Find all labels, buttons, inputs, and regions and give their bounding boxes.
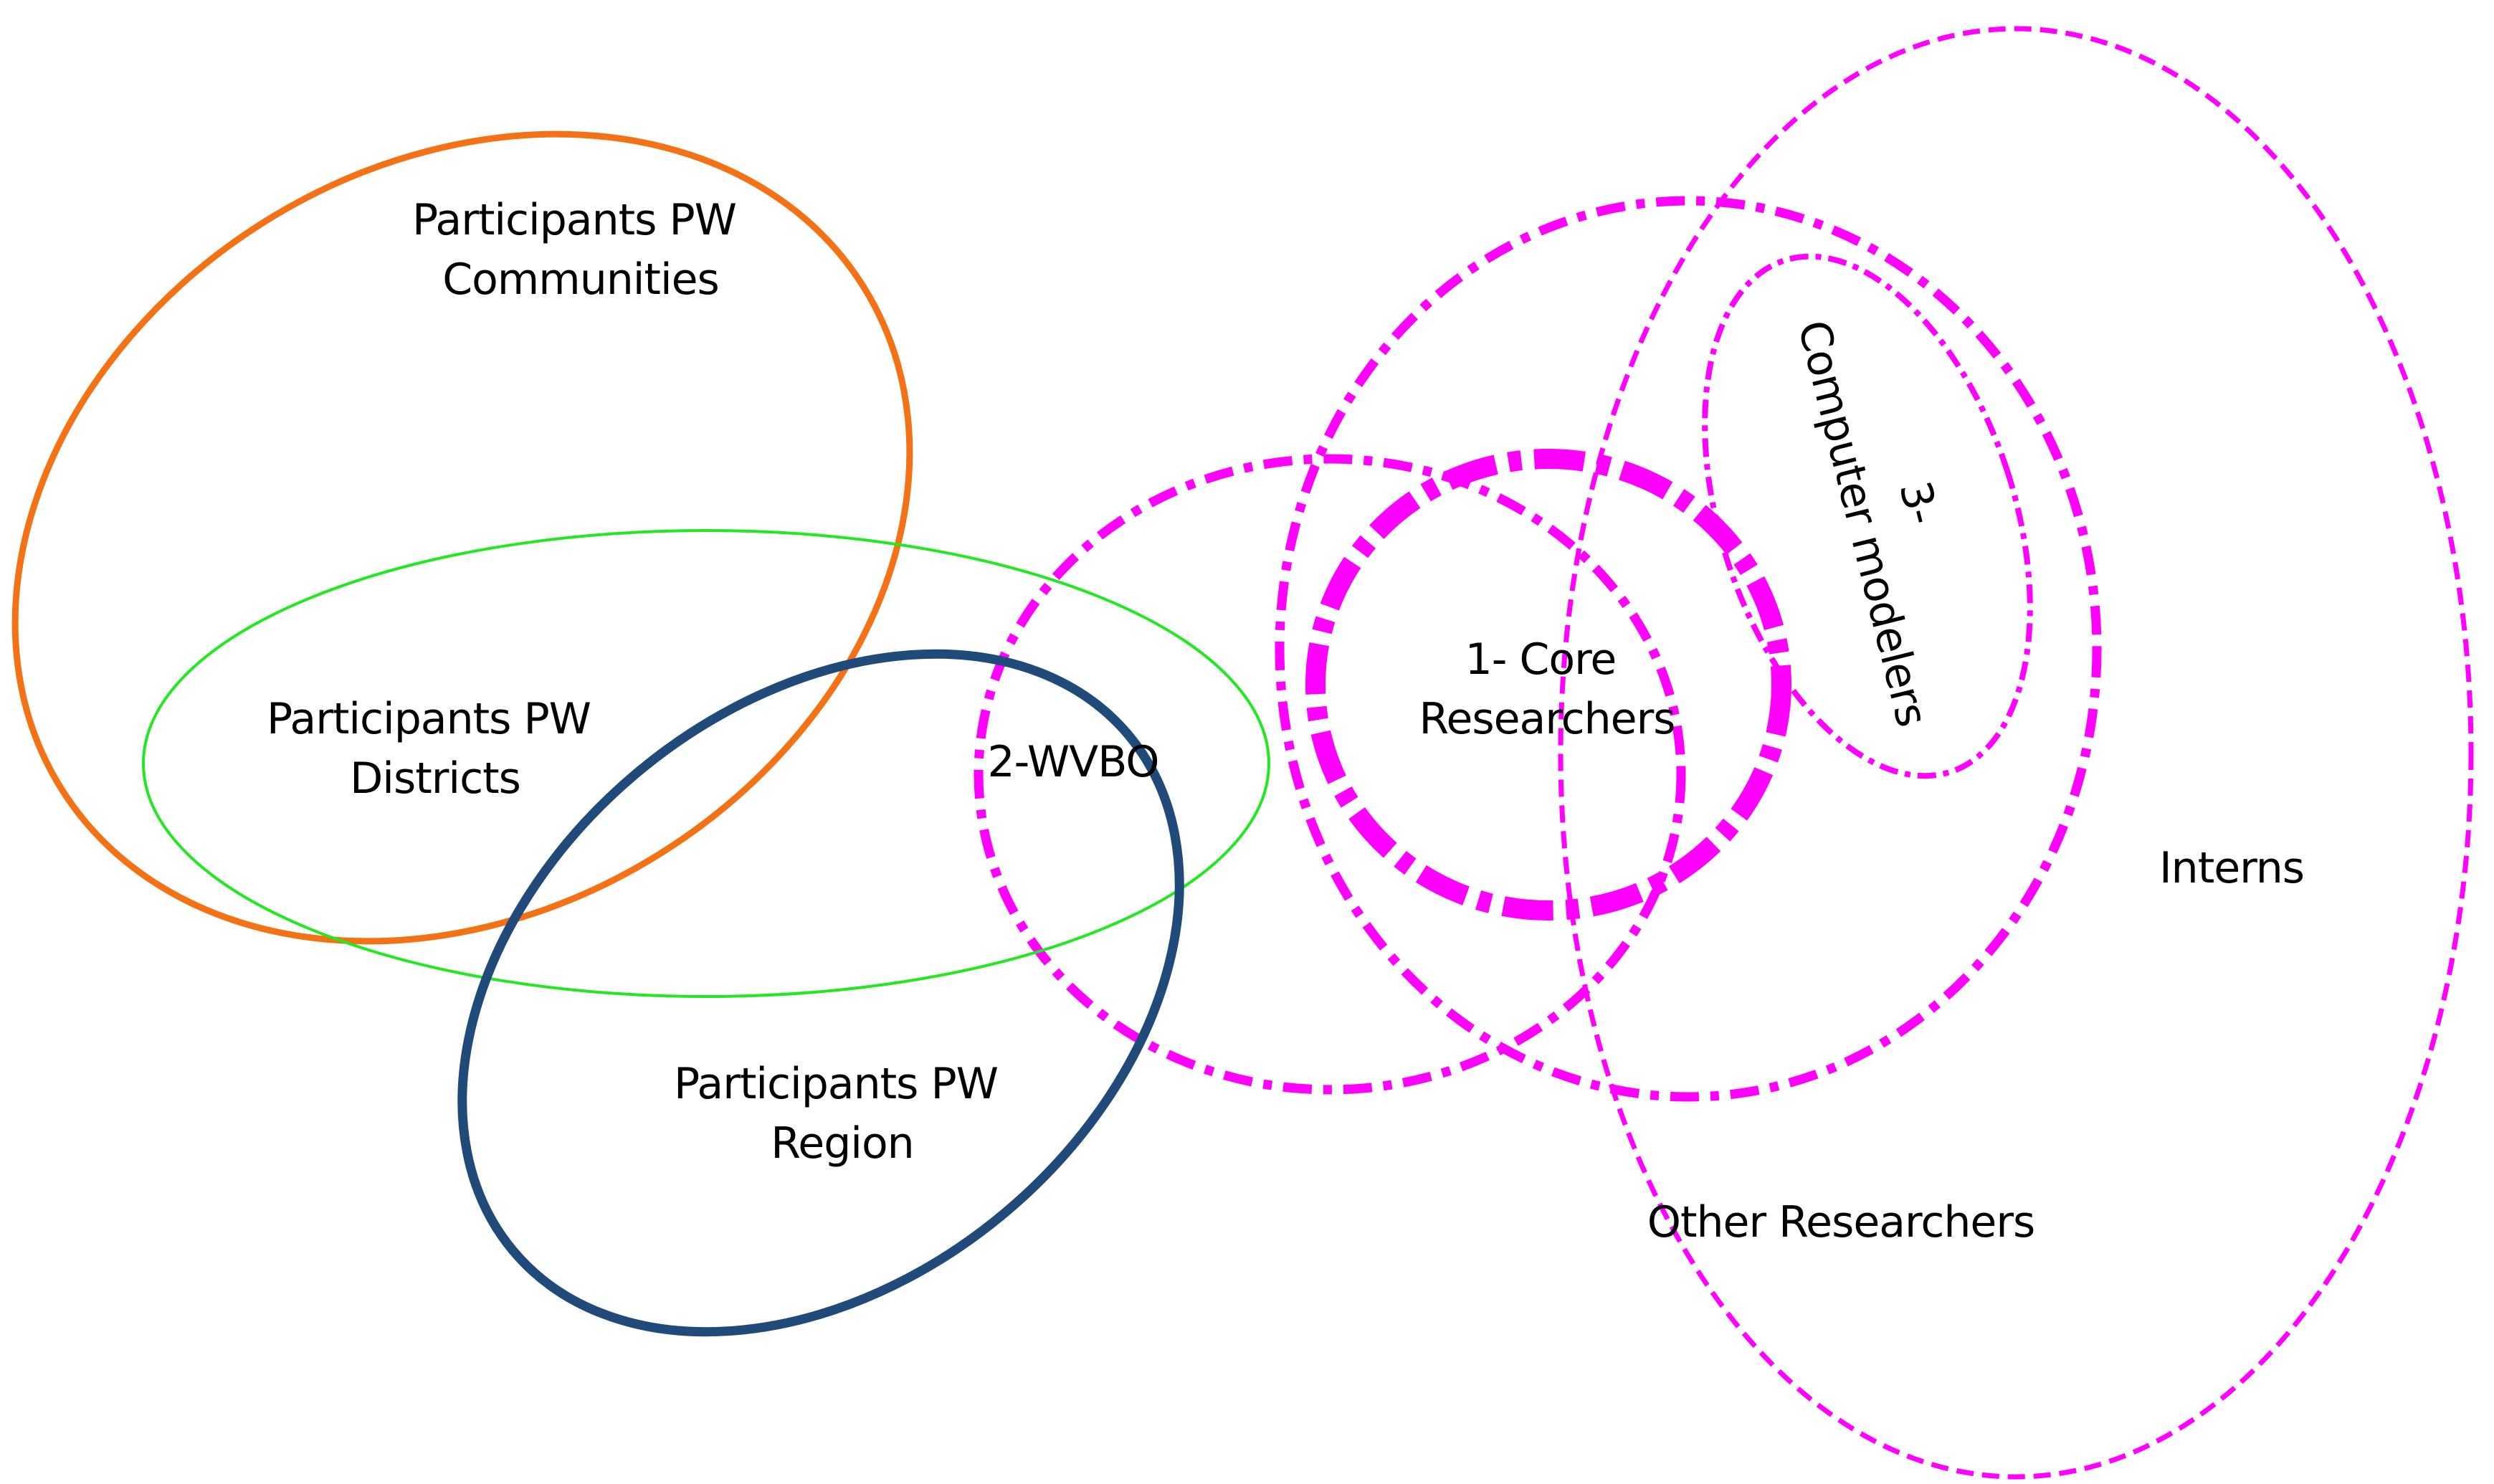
wvbo-label: 2-WVBO: [987, 737, 1158, 787]
districts-ellipse: [142, 529, 1270, 998]
region-label: Participants PW Region: [674, 1059, 1011, 1169]
core-researchers-label: 1- Core Researchers: [1419, 634, 1675, 744]
districts-label: Participants PW Districts: [267, 694, 604, 804]
wvbo-ellipse: [974, 454, 1686, 1095]
computer-modelers-label: 3- Computer modelers: [1788, 301, 1995, 731]
region-ellipse: [457, 649, 1184, 1337]
communities-label: Participants PW Communities: [412, 195, 749, 305]
other-researchers-ellipse: [1558, 26, 2474, 1480]
communities-ellipse: [11, 130, 913, 945]
core-researchers-ellipse: [1305, 449, 1791, 921]
computer-modelers-ellipse: [1702, 253, 2033, 779]
other-researchers-label: Other Researchers: [1647, 1197, 2035, 1247]
interns-label: Interns: [2159, 843, 2304, 893]
interns-ellipse: [1275, 196, 2102, 1102]
